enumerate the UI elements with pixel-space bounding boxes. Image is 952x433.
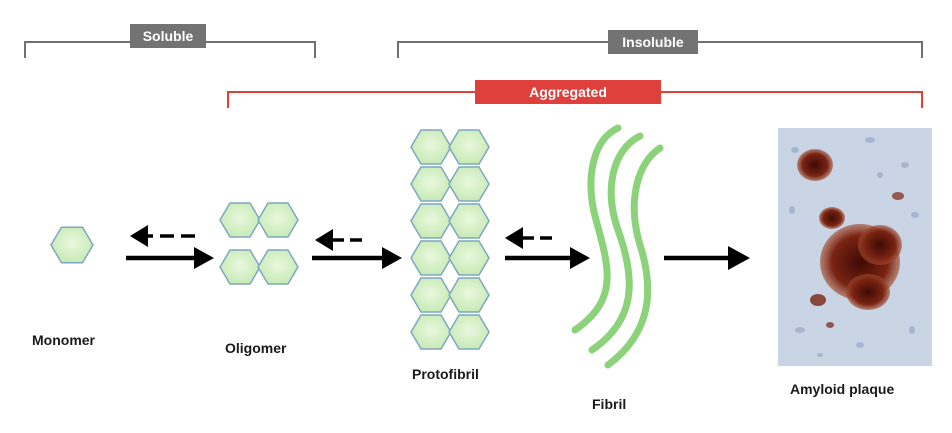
hexagon-unit [219, 202, 261, 238]
reverse-arrow-oligomer-monomer [130, 225, 195, 247]
protofibril-shape [410, 129, 490, 350]
hexagon-unit [448, 129, 490, 165]
reverse-arrow-protofibril-oligomer [315, 229, 362, 251]
hexagon-unit [448, 203, 490, 239]
oligomer-shape [219, 202, 299, 285]
hexagon-unit [50, 226, 94, 264]
hexagon-unit [448, 240, 490, 276]
forward-arrow-protofibril-fibril [505, 247, 590, 269]
hexagon-unit [410, 203, 452, 239]
aggregated-tag: Aggregated [475, 80, 661, 104]
hexagon-unit [219, 249, 261, 285]
hexagon-unit [257, 202, 299, 238]
soluble-tag: Soluble [130, 24, 206, 48]
fibril-shape [571, 124, 664, 369]
hexagon-unit [448, 314, 490, 350]
hexagon-unit [410, 166, 452, 202]
hexagon-unit [410, 277, 452, 313]
monomer-label: Monomer [32, 332, 95, 348]
forward-arrow-oligomer-protofibril [312, 247, 402, 269]
hexagon-unit [448, 166, 490, 202]
forward-arrow-fibril-plaque [664, 246, 750, 270]
hexagon-unit [257, 249, 299, 285]
forward-arrow-monomer-oligomer [126, 247, 214, 269]
oligomer-label: Oligomer [225, 340, 287, 356]
hexagon-unit [448, 277, 490, 313]
monomer-shape [50, 226, 94, 264]
amyloid-plaque-label: Amyloid plaque [790, 381, 895, 397]
fibril-label: Fibril [592, 396, 627, 412]
hexagon-unit [410, 129, 452, 165]
protofibril-label: Protofibril [412, 366, 479, 382]
reverse-arrow-fibril-protofibril [505, 227, 552, 249]
insoluble-tag: Insoluble [608, 30, 698, 54]
arrows [126, 225, 750, 270]
amyloid-plaque-image [778, 128, 932, 366]
hexagon-unit [410, 314, 452, 350]
hexagon-unit [410, 240, 452, 276]
